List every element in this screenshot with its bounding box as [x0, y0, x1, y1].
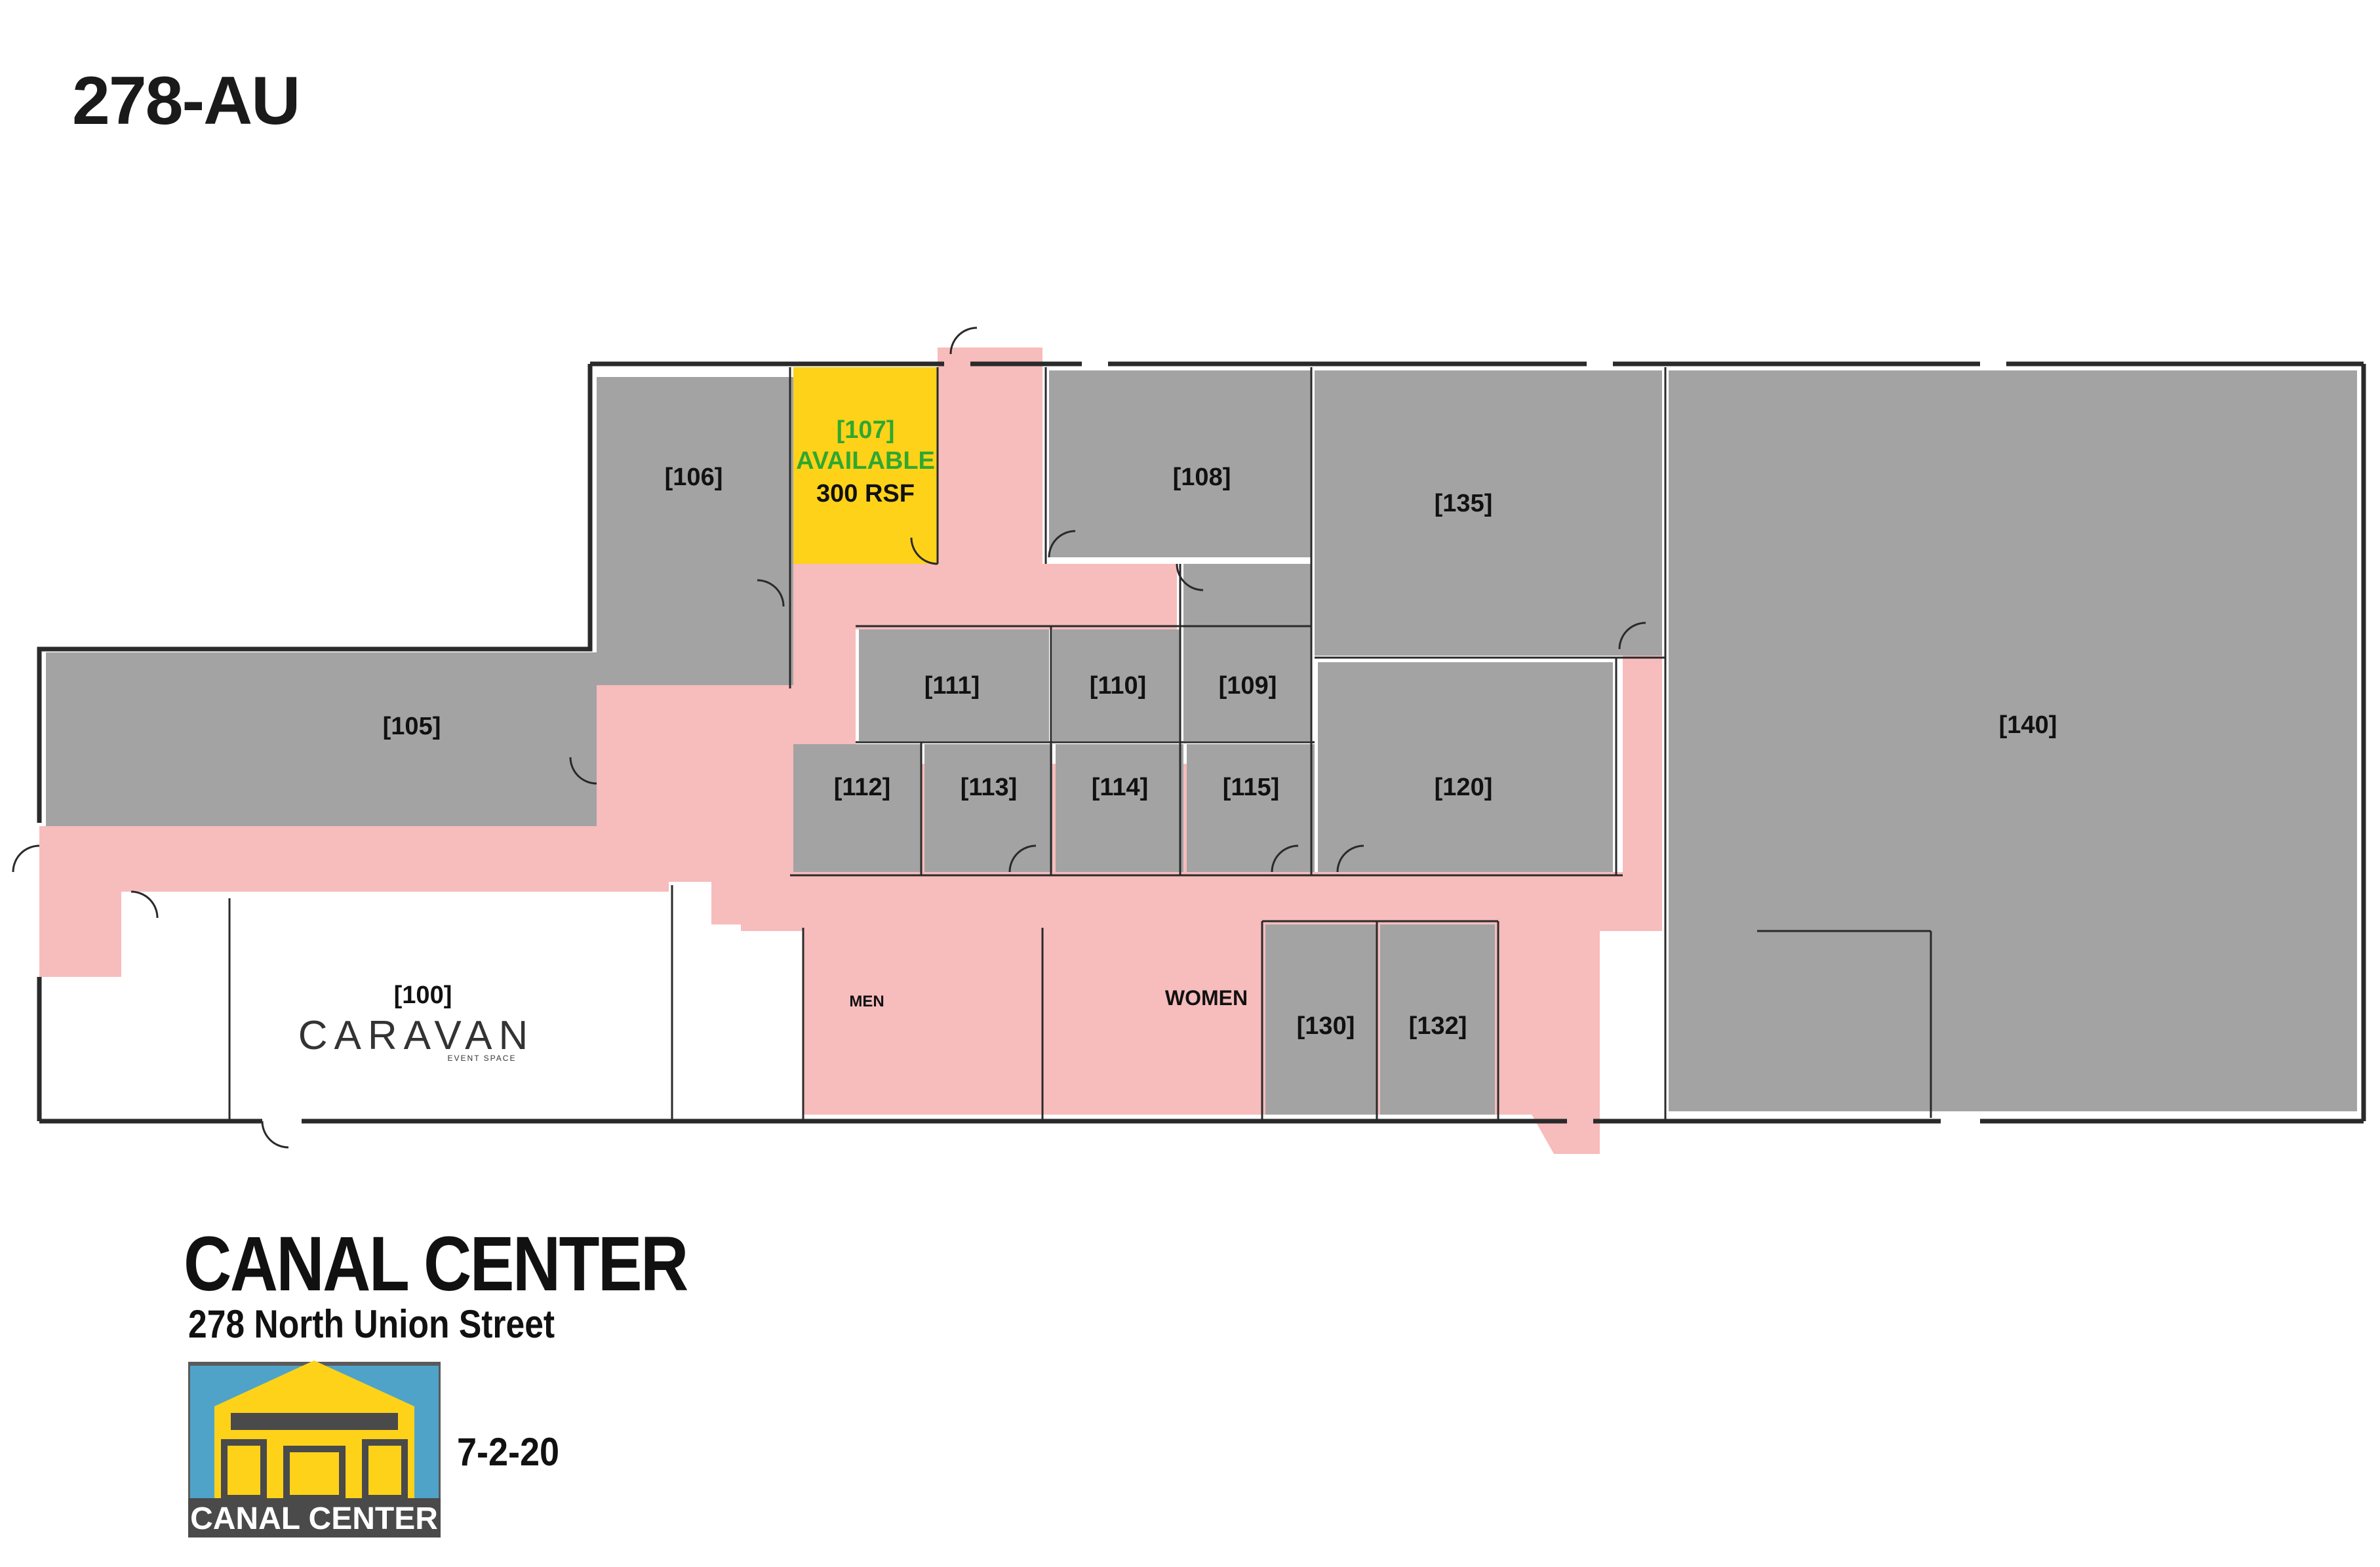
room-130-label: [130]	[1297, 1012, 1355, 1040]
room-132-label: [132]	[1409, 1012, 1467, 1040]
room-115[interactable]	[1187, 744, 1315, 872]
plan-date: 7-2-20	[457, 1430, 560, 1474]
leased-rooms	[46, 370, 2357, 1115]
room-114[interactable]	[1056, 744, 1183, 872]
room-112[interactable]	[793, 744, 921, 872]
room-135-label: [135]	[1435, 490, 1493, 517]
room-115-label: [115]	[1223, 774, 1280, 801]
room-107-label: [107]	[837, 416, 895, 444]
canal-center-logo: CANAL CENTER	[188, 1360, 441, 1537]
room-120-label: [120]	[1435, 774, 1493, 801]
room-140[interactable]	[1669, 370, 2357, 1111]
room-108[interactable]	[1049, 370, 1311, 557]
room-110[interactable]	[1052, 629, 1180, 741]
room-105-label: [105]	[383, 713, 441, 740]
room-108-label: [108]	[1173, 464, 1231, 491]
floor-code-title: 278-AU	[72, 63, 300, 139]
mens-restroom-label: MEN	[849, 993, 884, 1010]
room-105[interactable]	[46, 652, 597, 826]
womens-restroom-label: WOMEN	[1165, 986, 1248, 1010]
room-109[interactable]	[1183, 564, 1311, 741]
room-111-label: [111]	[924, 672, 980, 700]
floor-plan: [106] [107] AVAILABLE 300 RSF [108] [135…	[12, 327, 2366, 1154]
room-106[interactable]	[597, 377, 793, 685]
room-107-area: 300 RSF	[816, 480, 915, 507]
room-120[interactable]	[1318, 662, 1613, 872]
room-107-status: AVAILABLE	[796, 447, 935, 475]
building-name: CANAL CENTER	[184, 1221, 688, 1307]
room-113[interactable]	[924, 744, 1052, 872]
walls	[37, 361, 2366, 1124]
room-135[interactable]	[1315, 370, 1662, 656]
logo-text: CANAL CENTER	[190, 1501, 438, 1536]
room-130[interactable]	[1265, 924, 1377, 1115]
room-113-label: [113]	[961, 774, 1018, 801]
room-114-label: [114]	[1092, 774, 1149, 801]
room-132[interactable]	[1380, 924, 1495, 1115]
room-109-label: [109]	[1219, 672, 1277, 700]
building-address: 278 North Union Street	[188, 1302, 555, 1346]
room-100-label: [100]	[394, 982, 452, 1009]
caravan-logo-text: CARAVAN	[298, 1013, 535, 1058]
room-111[interactable]	[859, 629, 1049, 741]
door-swings	[12, 327, 1646, 1149]
room-107-available[interactable]	[793, 367, 938, 564]
caravan-subtitle: EVENT SPACE	[448, 1054, 517, 1063]
room-106-label: [106]	[665, 464, 723, 491]
room-112-label: [112]	[834, 774, 891, 801]
room-110-label: [110]	[1090, 672, 1147, 700]
room-140-label: [140]	[1999, 711, 2057, 739]
